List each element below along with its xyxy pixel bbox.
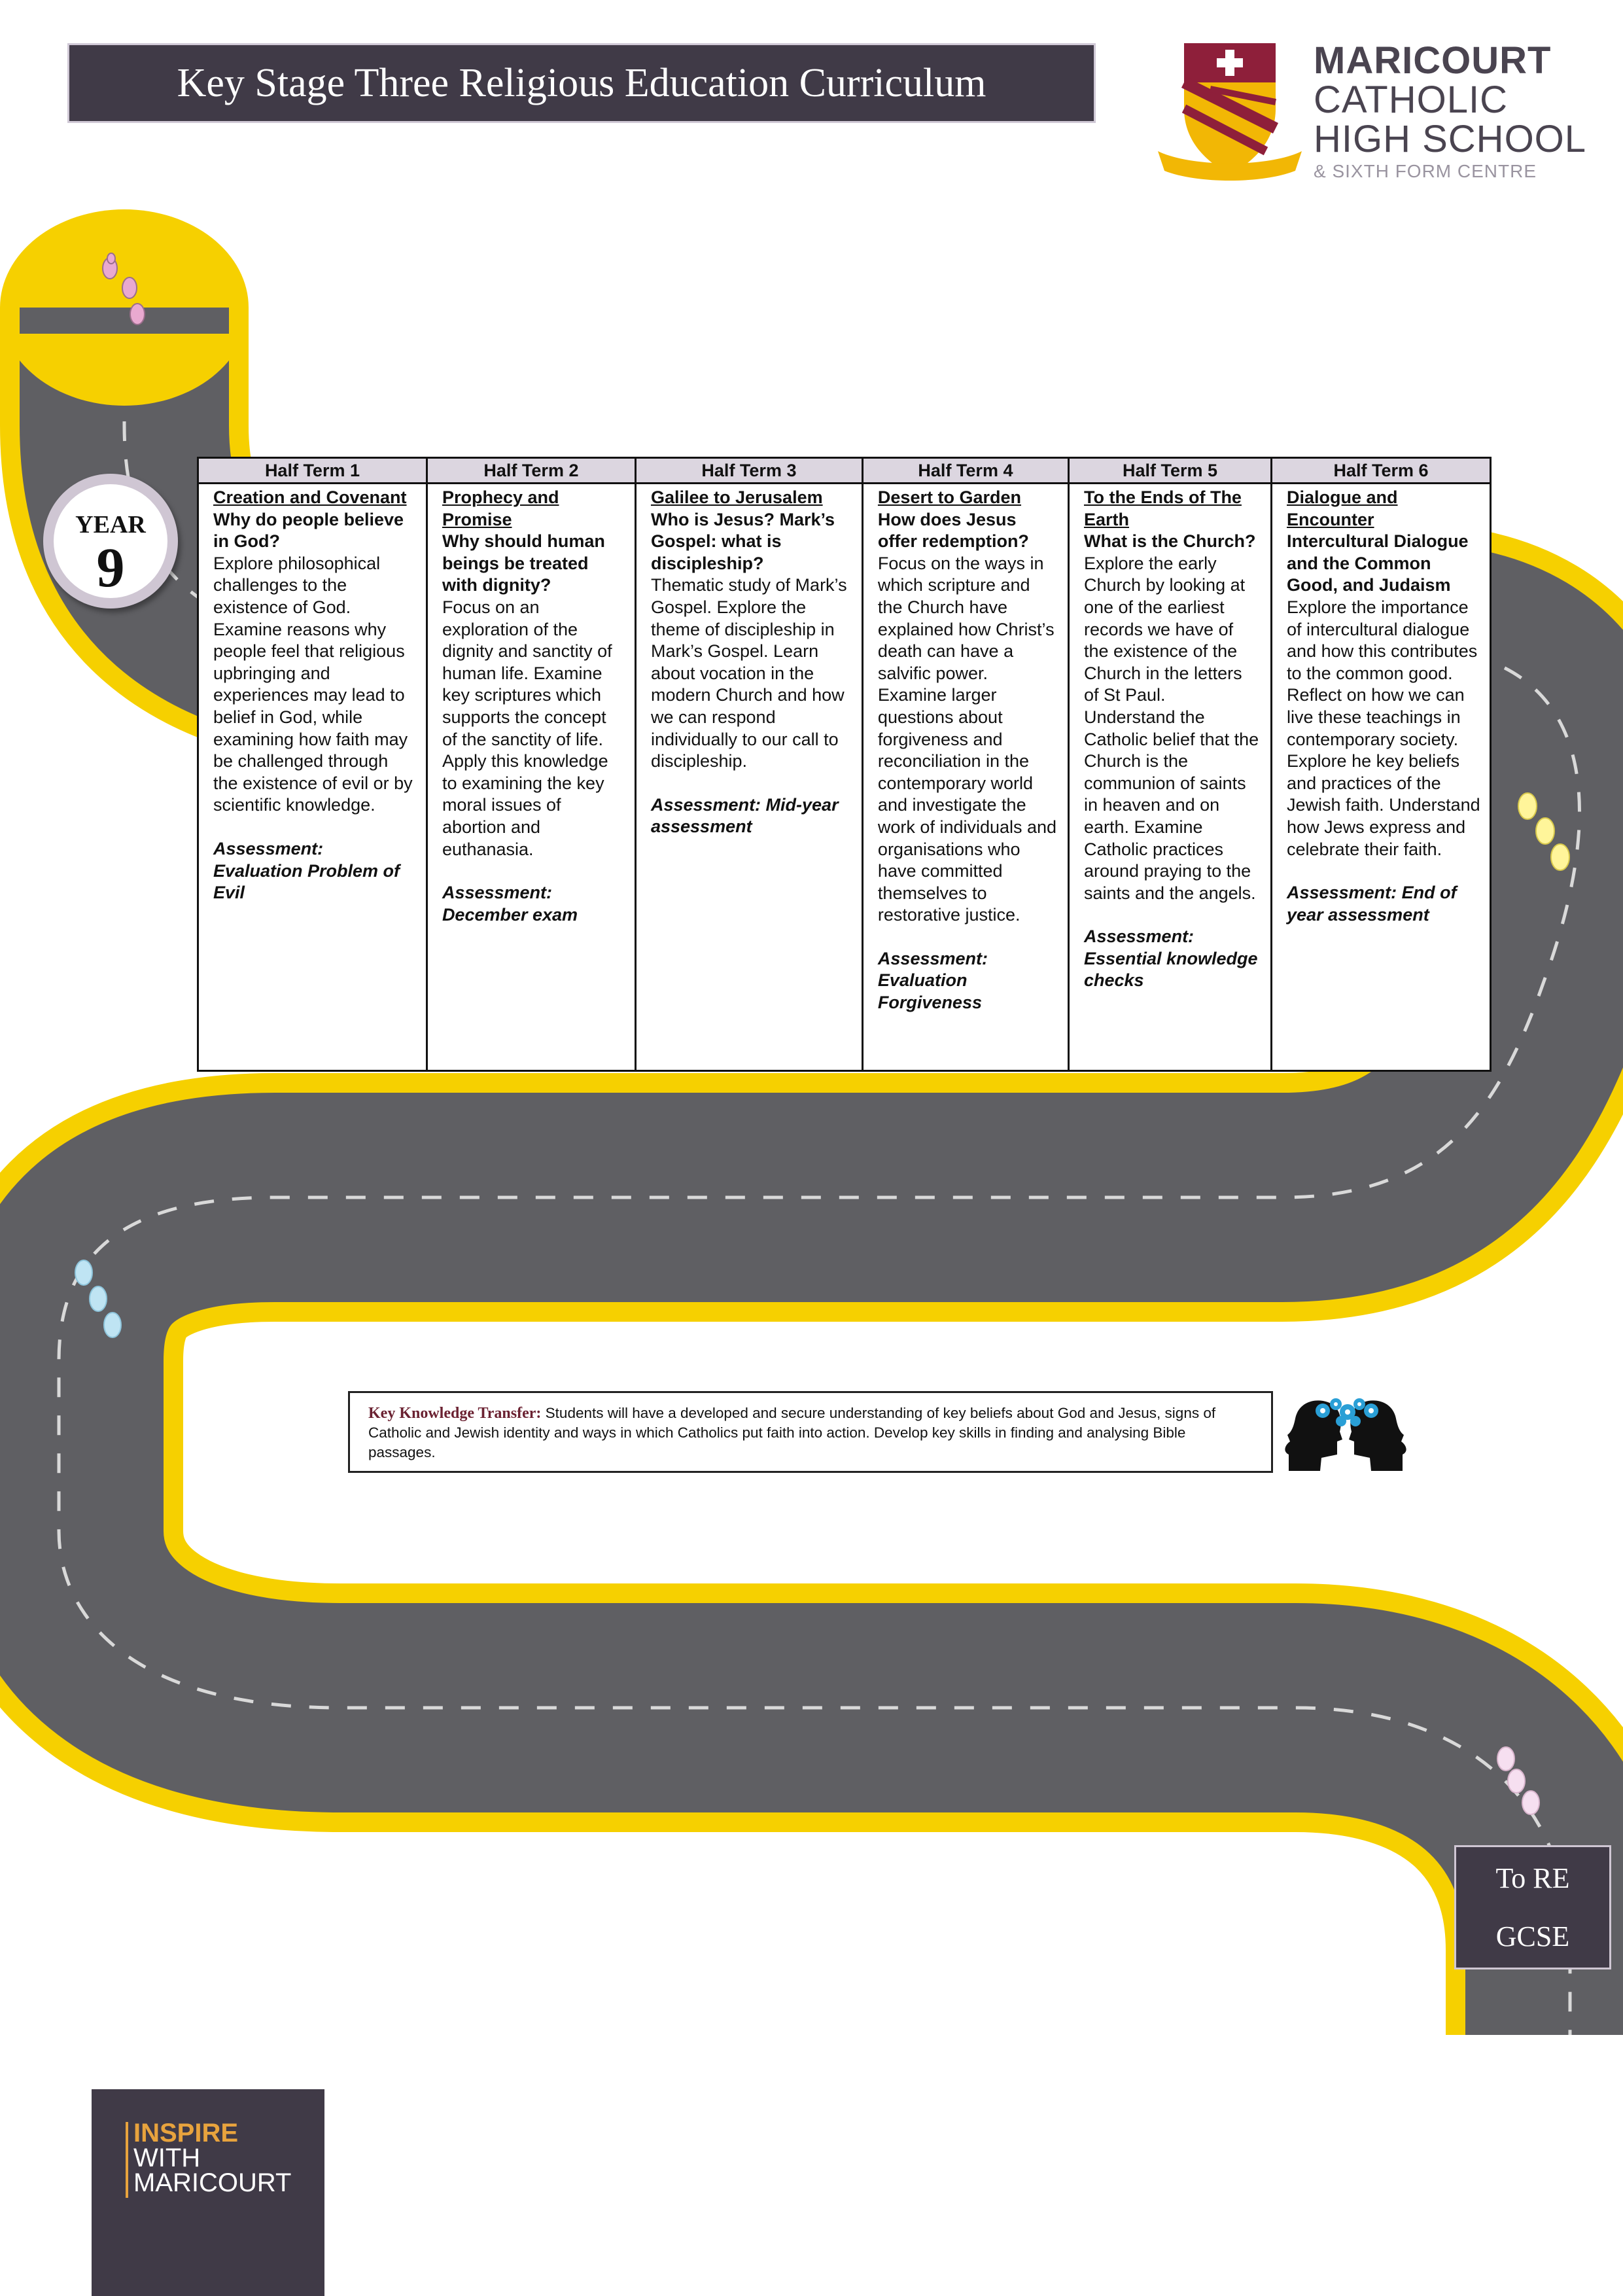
term-topic: Desert to Garden [877, 487, 1021, 507]
year-label: YEAR [75, 511, 146, 539]
term-column-1: Half Term 1 Creation and Covenant Why do… [199, 459, 428, 1070]
term-assessment: Assessment: Essential knowledge checks [1083, 927, 1258, 991]
term-question: Why do people believe in God? [213, 509, 404, 552]
term-header: Half Term 4 [863, 459, 1068, 484]
term-topic: To the Ends of The Earth [1083, 487, 1242, 529]
school-name-line2: CATHOLIC [1314, 79, 1508, 121]
term-description: Explore philosophical challenges to the … [213, 553, 413, 815]
year-number: 9 [96, 536, 125, 599]
term-assessment: Assessment: December exam [442, 883, 578, 925]
term-header: Half Term 1 [199, 459, 426, 484]
term-header: Half Term 5 [1069, 459, 1271, 484]
key-knowledge-label: Key Knowledge Transfer: [368, 1405, 542, 1422]
year-badge: YEAR 9 [43, 474, 178, 609]
inspire-accent-bar [126, 2122, 128, 2198]
key-knowledge-box: Key Knowledge Transfer: Students will ha… [348, 1391, 1273, 1473]
inspire-line2: WITH [133, 2144, 201, 2172]
term-question: Intercultural Dialogue and the Common Go… [1287, 531, 1469, 595]
term-description: Focus on an exploration of the dignity a… [442, 597, 612, 859]
footprints-light-pink-icon [1497, 1746, 1540, 1815]
curriculum-table: Half Term 1 Creation and Covenant Why do… [197, 457, 1492, 1072]
term-topic: Galilee to Jerusalem [650, 487, 823, 507]
term-column-2: Half Term 2 Prophecy and Promise Why sho… [427, 459, 637, 1070]
term-topic: Dialogue and Encounter [1287, 487, 1398, 529]
school-name-line3: HIGH SCHOOL [1314, 118, 1587, 160]
term-question: Who is Jesus? Mark’s Gospel: what is dis… [650, 509, 835, 573]
school-name: MARICOURT CATHOLIC HIGH SCHOOL & SIXTH F… [1314, 42, 1586, 181]
inspire-panel: INSPIRE WITH MARICOURT [92, 2089, 324, 2296]
term-column-5: Half Term 5 To the Ends of The Earth Wha… [1069, 459, 1273, 1070]
gcse-line1: To RE [1495, 1862, 1570, 1894]
term-description: Thematic study of Mark’s Gospel. Explore… [650, 575, 847, 771]
term-topic: Prophecy and Promise [442, 487, 559, 529]
term-assessment: Assessment: Evaluation Problem of Evil [213, 838, 400, 903]
term-description: Explore the importance of intercultural … [1287, 597, 1480, 859]
heads-gears-icon [1282, 1392, 1409, 1472]
page-title: Key Stage Three Religious Education Curr… [177, 60, 986, 105]
key-knowledge-text: Students will have a developed and secur… [368, 1405, 1216, 1460]
term-assessment: Assessment: End of year assessment [1287, 883, 1457, 925]
school-crest-icon [1158, 43, 1302, 181]
term-column-3: Half Term 3 Galilee to Jerusalem Who is … [636, 459, 864, 1070]
term-question: What is the Church? [1083, 531, 1256, 552]
term-column-4: Half Term 4 Desert to Garden How does Je… [863, 459, 1070, 1070]
school-name-line4: & SIXTH FORM CENTRE [1314, 161, 1537, 181]
term-question: How does Jesus offer redemption? [877, 509, 1029, 552]
inspire-line1: INSPIRE [133, 2119, 239, 2147]
to-gcse-box: To RE GCSE [1454, 1845, 1611, 1969]
school-name-line1: MARICOURT [1314, 39, 1552, 82]
term-header: Half Term 3 [636, 459, 862, 484]
footprints-blue-icon [75, 1260, 122, 1338]
inspire-line3: MARICOURT [133, 2168, 292, 2197]
footprints-pink-icon [102, 253, 145, 325]
term-assessment: Assessment: Mid-year assessment [650, 794, 839, 837]
term-header: Half Term 6 [1272, 459, 1490, 484]
term-description: Explore the early Church by looking at o… [1083, 553, 1259, 903]
term-header: Half Term 2 [427, 459, 635, 484]
term-question: Why should human beings be treated with … [442, 531, 605, 595]
term-topic: Creation and Covenant [213, 487, 407, 507]
term-description: Focus on the ways in which scripture and… [877, 553, 1057, 925]
page-title-box: Key Stage Three Religious Education Curr… [67, 43, 1096, 123]
gcse-line2: GCSE [1495, 1920, 1570, 1952]
term-assessment: Assessment: Evaluation Forgiveness [877, 948, 988, 1013]
footprints-yellow-icon [1518, 792, 1570, 871]
term-column-6: Half Term 6 Dialogue and Encounter Inter… [1272, 459, 1490, 1070]
